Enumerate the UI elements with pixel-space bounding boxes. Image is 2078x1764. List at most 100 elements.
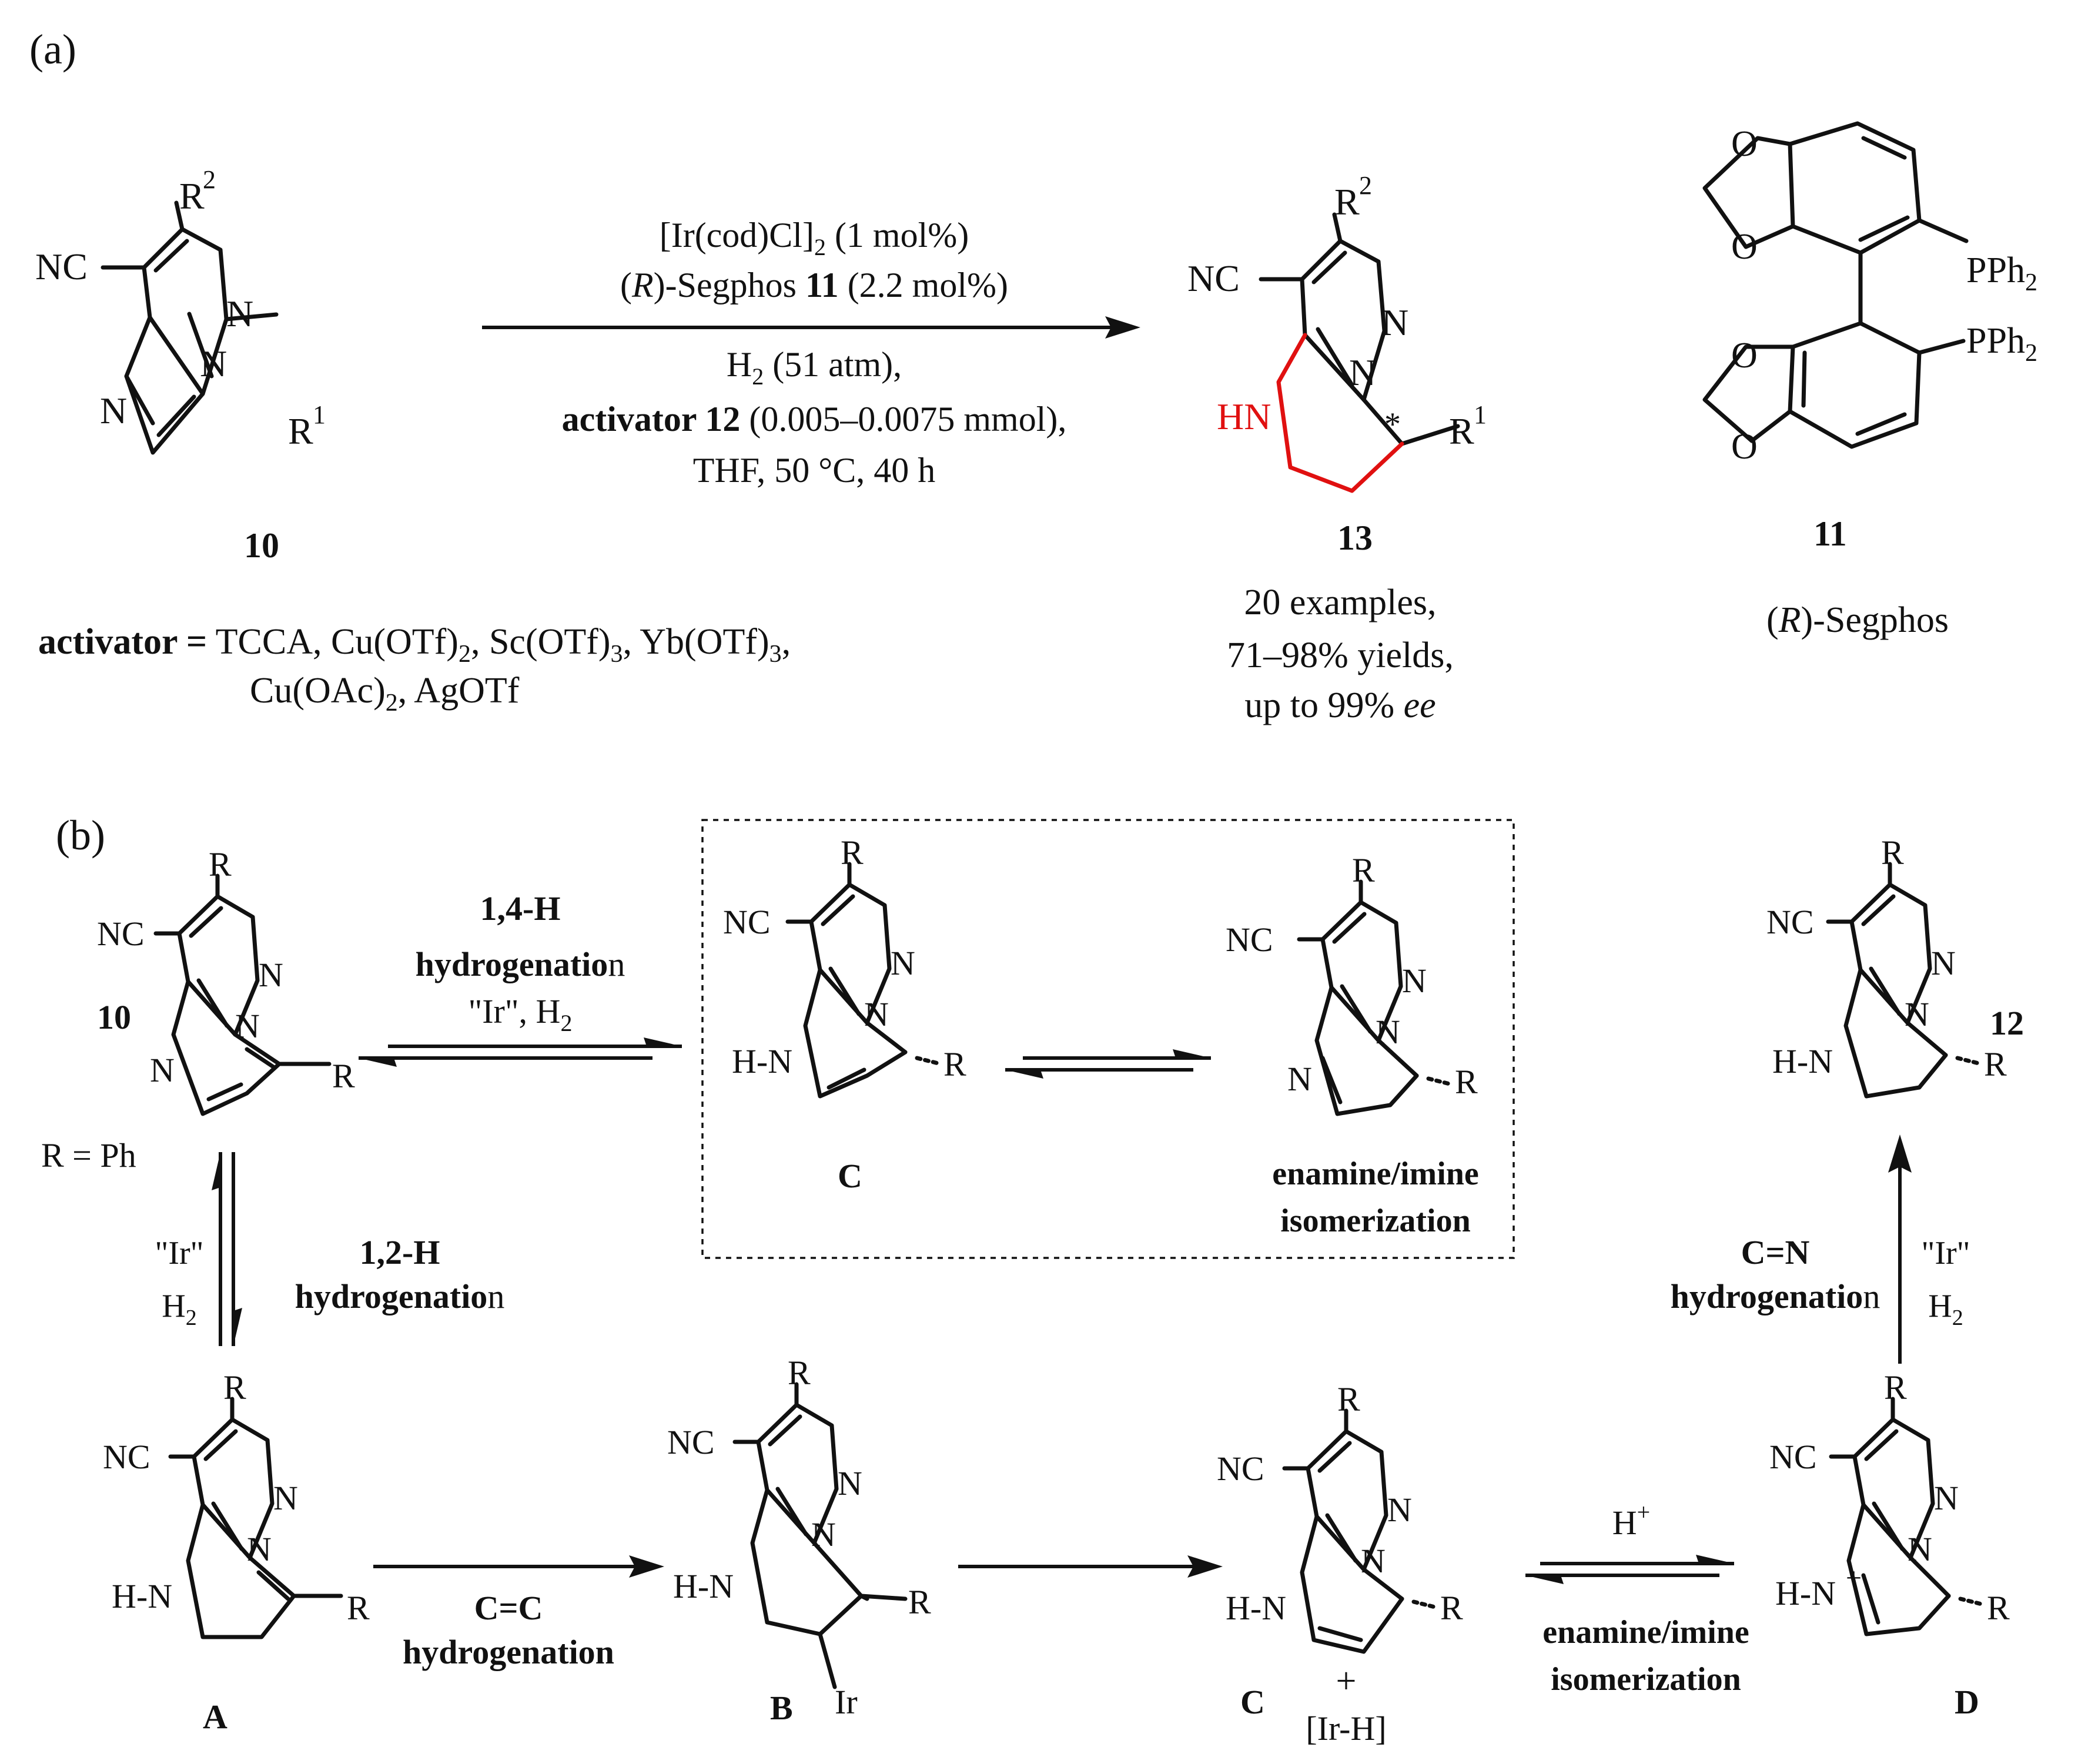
p13-N-pyrazole: N <box>1381 302 1408 343</box>
intermediate-C-bottom: NC R N N H-N R C + [Ir-H] <box>1217 1380 1463 1748</box>
svg-text:H-N: H-N <box>1226 1589 1286 1627</box>
svg-text:R: R <box>1337 1380 1360 1418</box>
svg-text:NC: NC <box>667 1423 715 1461</box>
imine-box: NC R N N N R enamine/imine isomerization <box>1226 851 1479 1239</box>
svg-text:O: O <box>1731 336 1758 376</box>
svg-text:activator 12 (0.005–0.0075 mmo: activator 12 (0.005–0.0075 mmol), <box>562 400 1067 439</box>
svg-text:R: R <box>841 834 864 872</box>
s10-R1: R <box>288 410 313 452</box>
svg-text:isomerization: isomerization <box>1280 1203 1470 1239</box>
panel-b-tag: (b) <box>56 812 105 859</box>
intermediate-D-label: D <box>1955 1683 1979 1721</box>
svg-text:THF, 50 °C, 40 h: THF, 50 °C, 40 h <box>693 451 936 490</box>
svg-text:N: N <box>259 956 283 994</box>
product-13: NC R 2 N N HN * R 1 13 <box>1187 171 1487 557</box>
equilibrium-arrow-12H: "Ir" H2 1,2-H hydrogenation <box>155 1152 504 1346</box>
svg-text:R: R <box>1881 834 1904 872</box>
svg-text:C=C: C=C <box>474 1589 543 1627</box>
svg-text:N: N <box>1934 1479 1959 1517</box>
p13-R1: R <box>1449 410 1474 452</box>
compound-11-number: 11 <box>1813 514 1847 553</box>
equilibrium-arrow-protonation: H+ enamine/imine isomerization <box>1525 1499 1749 1698</box>
svg-text:enamine/imine: enamine/imine <box>1272 1156 1479 1192</box>
svg-text:H-N: H-N <box>1775 1574 1836 1612</box>
intermediate-B: NC R N N H-N R Ir B <box>667 1354 931 1727</box>
svg-text:R: R <box>332 1057 355 1095</box>
svg-text:R: R <box>223 1368 246 1407</box>
svg-text:R: R <box>1440 1589 1463 1627</box>
compound-13-number: 13 <box>1337 518 1373 557</box>
svg-text:N: N <box>811 1515 836 1554</box>
svg-text:N: N <box>1287 1060 1312 1098</box>
svg-text:N: N <box>1908 1530 1932 1568</box>
svg-text:N: N <box>1402 962 1427 1000</box>
s10-N-pyrazole: N <box>226 293 253 334</box>
svg-text:R: R <box>943 1045 966 1083</box>
activator-line-2: Cu(OAc)2, AgOTf <box>250 671 520 717</box>
svg-text:H-N: H-N <box>112 1577 172 1615</box>
svg-text:N: N <box>1376 1013 1400 1051</box>
svg-text:N: N <box>273 1479 298 1517</box>
svg-text:NC: NC <box>1226 921 1273 959</box>
p13-N-bridge: N <box>1349 352 1376 393</box>
svg-text:R: R <box>788 1354 811 1392</box>
svg-text:N: N <box>247 1530 272 1568</box>
svg-text:N: N <box>1905 995 1929 1033</box>
svg-text:hydrogenation: hydrogenation <box>403 1633 614 1671</box>
p13-NC: NC <box>1187 257 1240 299</box>
b-compound-10-number: 10 <box>97 998 131 1036</box>
svg-text:N: N <box>235 1007 260 1045</box>
svg-text:N: N <box>838 1464 862 1502</box>
s10-R2-sup: 2 <box>203 165 216 194</box>
intermediate-B-label: B <box>770 1689 793 1727</box>
svg-text:N: N <box>1361 1542 1386 1580</box>
svg-text:N: N <box>891 944 915 982</box>
svg-text:+: + <box>1846 1562 1862 1594</box>
svg-text:"Ir", H2: "Ir", H2 <box>469 992 573 1036</box>
svg-text:hydrogenation: hydrogenation <box>416 945 625 983</box>
svg-text:H2: H2 <box>162 1288 196 1330</box>
svg-text:H-N: H-N <box>1772 1042 1833 1080</box>
svg-text:N: N <box>864 995 889 1033</box>
svg-text:O: O <box>1731 227 1758 267</box>
svg-text:N: N <box>1931 944 1956 982</box>
lig-PPh2-bottom: PPh2 <box>1966 321 2037 367</box>
s10-NC: NC <box>35 246 88 287</box>
svg-text:(R)-Segphos 11 (2.2 mol%): (R)-Segphos 11 (2.2 mol%) <box>620 266 1008 304</box>
product-12: NC R N N H-N R 12 <box>1766 834 2024 1099</box>
result-line-1: 20 examples, <box>1244 583 1436 622</box>
svg-text:N: N <box>150 1051 175 1089</box>
svg-text:R: R <box>908 1583 931 1621</box>
svg-text:O: O <box>1731 124 1758 164</box>
equilibrium-arrow-box <box>1005 1049 1211 1079</box>
compound-10-number: 10 <box>244 526 279 565</box>
svg-text:isomerization: isomerization <box>1551 1661 1741 1698</box>
arrow-B-to-C <box>958 1555 1223 1578</box>
svg-text:R: R <box>209 845 232 883</box>
svg-text:[Ir-H]: [Ir-H] <box>1306 1709 1386 1748</box>
svg-text:Ir: Ir <box>835 1683 858 1721</box>
svg-text:R: R <box>1455 1063 1478 1101</box>
svg-text:R: R <box>347 1589 370 1627</box>
p13-R2-sup: 2 <box>1359 171 1372 200</box>
intermediate-A: NC R N N H-N R A <box>103 1368 370 1736</box>
svg-text:R: R <box>1987 1589 2010 1627</box>
p13-R2: R <box>1334 181 1360 223</box>
svg-text:R: R <box>1884 1368 1907 1407</box>
result-line-2: 71–98% yields, <box>1227 635 1454 675</box>
svg-text:NC: NC <box>1769 1438 1817 1476</box>
ligand-name: (R)-Segphos <box>1766 600 1949 640</box>
svg-text:NC: NC <box>1217 1450 1264 1488</box>
panel-a-tag: (a) <box>29 26 76 73</box>
svg-text:hydrogenation: hydrogenation <box>295 1277 505 1316</box>
reaction-conditions: [Ir(cod)Cl]2 (1 mol%) (R)-Segphos 11 (2.… <box>482 216 1140 490</box>
intermediate-A-label: A <box>203 1698 227 1736</box>
svg-text:C=N: C=N <box>1741 1233 1810 1271</box>
svg-text:R: R <box>1352 851 1375 889</box>
arrow-CN-hydrogenation: C=N hydrogenation "Ir" H2 <box>1671 1134 1970 1364</box>
p13-R1-sup: 1 <box>1474 400 1487 429</box>
substrate-10: NC R 2 N N N R 1 10 <box>35 165 326 565</box>
ligand-11-segphos: O O O O PPh2 PPh2 11 (R)-Segphos <box>1702 121 2037 640</box>
svg-text:R: R <box>1984 1045 2007 1083</box>
